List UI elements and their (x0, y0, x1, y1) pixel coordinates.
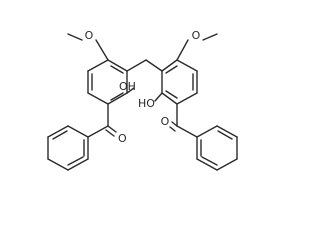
chemical-structure-diagram: O O OH HO (47, 29, 238, 171)
methylene-bridge (126, 59, 163, 72)
hydroxyl-right-label: HO (138, 97, 155, 110)
methoxy-right-oxygen-label: O (192, 29, 201, 42)
carbonyl-left-oxygen-label: O (118, 132, 127, 145)
methoxy-group-right (176, 33, 218, 61)
phenyl-ring-left (47, 125, 89, 171)
carbonyl-group-right (169, 103, 198, 138)
benzene-ring-left-center (87, 59, 128, 105)
hydroxyl-group-right (154, 92, 163, 102)
carbonyl-group-left (87, 103, 117, 138)
carbonyl-right-oxygen-label: O (161, 115, 170, 128)
hydroxyl-left-label: OH (119, 80, 136, 93)
hydroxyl-group-left (126, 87, 135, 94)
methoxy-group-left (67, 33, 109, 61)
benzene-ring-right-center (161, 59, 198, 105)
methoxy-left-oxygen-label: O (85, 29, 94, 42)
phenyl-ring-right (196, 125, 238, 171)
